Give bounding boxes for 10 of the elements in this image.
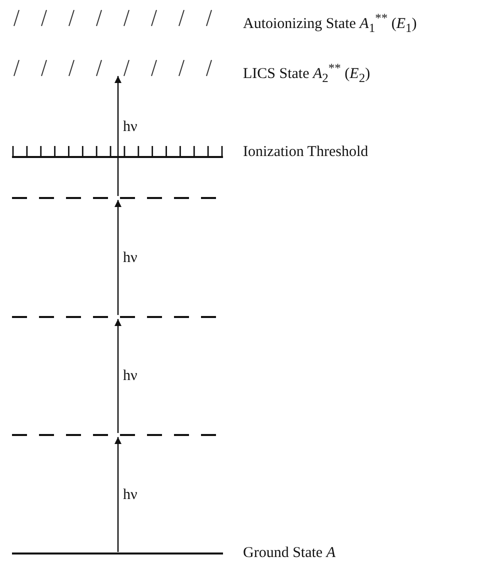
arrow (114, 200, 122, 315)
state-label: Ground State A (243, 544, 336, 562)
arrow (114, 437, 122, 552)
state-label: LICS State A$_{2}$$^{**}$ (E$_{2}$) (243, 60, 370, 87)
threshold-line (12, 146, 223, 158)
ground-level-line (12, 552, 223, 555)
arrow (114, 319, 122, 433)
arrow (114, 76, 122, 196)
state-label: Ionization Threshold (243, 143, 368, 161)
state-label: Autoionizing State A$_{1}$$^{**}$ (E$_{1}$) (243, 10, 417, 37)
